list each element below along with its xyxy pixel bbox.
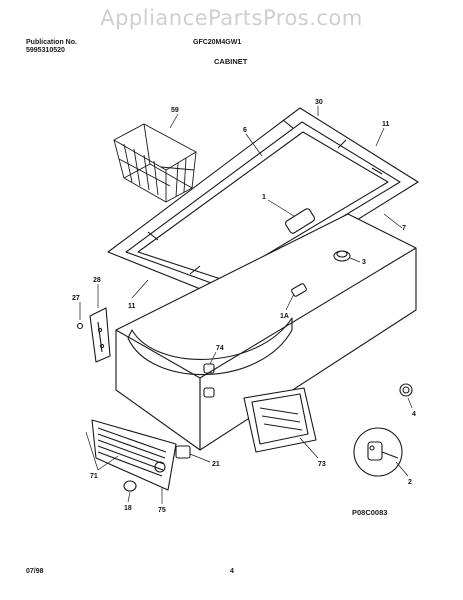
callout-2: 2 — [408, 479, 412, 486]
kickplate-part — [243, 387, 317, 453]
section-title: CABINET — [214, 57, 248, 66]
callout-18: 18 — [124, 505, 132, 512]
front-grille-part — [91, 419, 177, 491]
watermark-text: AppliancePartsPros.com — [100, 6, 363, 30]
callout-27: 27 — [72, 295, 80, 302]
callout-74: 74 — [216, 345, 224, 352]
callout-3: 3 — [362, 259, 366, 266]
callout-1: 1 — [262, 194, 266, 201]
page-number: 4 — [230, 568, 234, 575]
publication-label: Publication No. — [26, 39, 77, 46]
switch-part — [175, 445, 191, 459]
cabinet-body-part — [115, 213, 417, 451]
callout-7: 7 — [402, 225, 406, 232]
screw-27-part — [76, 322, 84, 330]
figure-code: P08C0083 — [352, 508, 388, 517]
publication-date: 07/98 — [26, 568, 44, 575]
callout-11-bottom: 11 — [128, 303, 136, 310]
callout-59: 59 — [171, 107, 179, 114]
callout-11-top: 11 — [382, 121, 390, 128]
publication-number: 5995310520 — [26, 47, 65, 54]
drain-valve-part — [353, 427, 403, 477]
foot-part — [123, 480, 137, 492]
callout-1a: 1A — [280, 313, 289, 320]
hinge-part — [89, 307, 111, 363]
callout-4: 4 — [412, 411, 416, 418]
callout-21: 21 — [212, 461, 220, 468]
basket-part — [113, 123, 197, 203]
callout-75: 75 — [158, 507, 166, 514]
lid-handle-part — [285, 208, 315, 234]
plug-74-part — [203, 363, 215, 374]
model-number: GFC20M4GW1 — [193, 39, 242, 46]
callout-6: 6 — [243, 127, 247, 134]
callout-71: 71 — [90, 473, 98, 480]
callout-73: 73 — [318, 461, 326, 468]
callout-30: 30 — [315, 99, 323, 106]
plug-4-part — [399, 383, 413, 397]
callout-28: 28 — [93, 277, 101, 284]
clip-part — [291, 283, 307, 297]
